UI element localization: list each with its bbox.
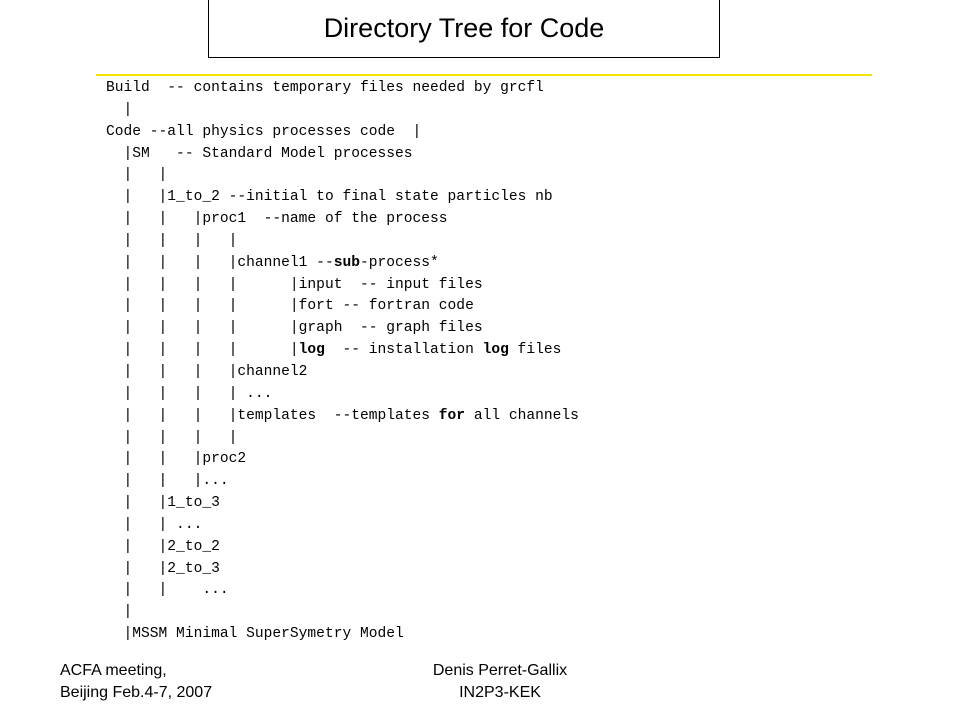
tree-line: | | | | |graph -- graph files	[106, 318, 872, 340]
tree-text: | | | | |graph -- graph files	[106, 320, 483, 337]
tree-text: | | | | ...	[106, 385, 273, 402]
tree-line: | | | |templates --templates for all cha…	[106, 406, 872, 428]
tree-keyword: sub	[333, 254, 360, 271]
tree-text: | | | |	[106, 429, 238, 446]
footer-author-name: Denis Perret-Gallix	[432, 662, 568, 679]
tree-text: |SM -- Standard Model processes	[106, 145, 413, 162]
tree-text: -process*	[359, 254, 439, 271]
title-box: Directory Tree for Code	[208, 0, 720, 58]
tree-text: | |	[106, 167, 168, 184]
footer-meeting-info: ACFA meeting, Beijing Feb.4-7, 2007	[60, 660, 212, 704]
tree-text: | | |proc2	[106, 451, 247, 468]
tree-text: Code --all physics processes code |	[106, 123, 422, 140]
tree-line: | |	[106, 165, 872, 187]
tree-text: | |1_to_3	[106, 495, 220, 512]
tree-line: | | |...	[106, 471, 872, 493]
tree-text: -- installation	[324, 342, 483, 359]
tree-line: | |1_to_2 --initial to final state parti…	[106, 187, 872, 209]
footer-meeting-name: ACFA meeting,	[60, 662, 167, 679]
tree-keyword: log	[482, 342, 509, 359]
slide-title: Directory Tree for Code	[323, 13, 605, 43]
tree-line: | | ...	[106, 515, 872, 537]
tree-text: Build -- contains temporary files needed…	[106, 80, 544, 96]
footer-author-info: Denis Perret-Gallix IN2P3-KEK	[400, 660, 600, 704]
tree-line: |SM -- Standard Model processes	[106, 144, 872, 166]
tree-line: |	[106, 602, 872, 624]
tree-line: |	[106, 100, 872, 122]
tree-line: | | ...	[106, 580, 872, 602]
tree-text: | | |proc1 --name of the process	[106, 211, 448, 228]
tree-line: | | |proc2	[106, 449, 872, 471]
tree-line: | | |proc1 --name of the process	[106, 209, 872, 231]
footer-meeting-date: Beijing Feb.4-7, 2007	[60, 684, 213, 701]
tree-text: | | ...	[106, 516, 203, 533]
tree-text: | | | |channel1 --	[106, 254, 334, 271]
tree-line: | | | | ...	[106, 384, 872, 406]
tree-text: | | | | |fort -- fortran code	[106, 298, 474, 315]
tree-line: | | | |	[106, 428, 872, 450]
tree-text: | |2_to_2	[106, 538, 220, 555]
tree-text: all channels	[465, 407, 579, 424]
tree-text: | |1_to_2 --initial to final state parti…	[106, 189, 553, 206]
tree-keyword: for	[438, 407, 466, 424]
tree-line: | | | |channel1 --sub-process*	[106, 253, 872, 275]
tree-text: | | ...	[106, 582, 229, 599]
tree-line: Build -- contains temporary files needed…	[106, 78, 872, 100]
tree-text: | | |...	[106, 473, 229, 490]
tree-line: |MSSM Minimal SuperSymetry Model	[106, 624, 872, 646]
tree-line: | | | |channel2	[106, 362, 872, 384]
yellow-divider	[96, 74, 872, 76]
tree-text: files	[508, 342, 562, 359]
tree-text: |	[106, 604, 133, 621]
footer-author-affiliation: IN2P3-KEK	[459, 684, 541, 701]
tree-line: | | | | |fort -- fortran code	[106, 296, 872, 318]
tree-text: | | | |templates --templates	[106, 407, 439, 424]
tree-line: Code --all physics processes code |	[106, 122, 872, 144]
tree-text: | | | | |	[106, 342, 299, 359]
tree-line: | | | |	[106, 231, 872, 253]
tree-line: | |1_to_3	[106, 493, 872, 515]
tree-line: | | | | |input -- input files	[106, 275, 872, 297]
tree-text: | | | | |input -- input files	[106, 276, 483, 293]
tree-keyword: log	[298, 342, 325, 359]
directory-tree-listing: Build -- contains temporary files needed…	[106, 78, 872, 650]
tree-text: | |2_to_3	[106, 560, 220, 577]
tree-line: | |2_to_2	[106, 537, 872, 559]
tree-line: | | | | |log -- installation log files	[106, 340, 872, 362]
tree-text: |	[106, 101, 133, 118]
tree-text: |MSSM Minimal SuperSymetry Model	[106, 626, 404, 643]
tree-text: | | | |	[106, 232, 238, 249]
tree-text: | | | |channel2	[106, 363, 308, 380]
tree-line: | |2_to_3	[106, 559, 872, 581]
